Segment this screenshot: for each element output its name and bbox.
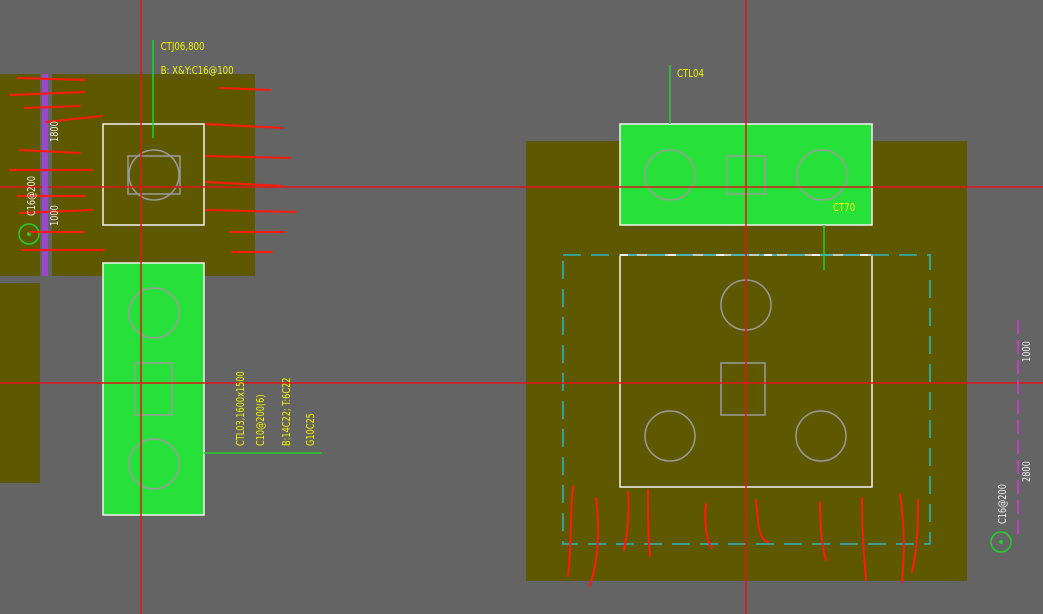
marker-circle-right <box>990 531 1012 553</box>
pile <box>128 438 180 490</box>
marker-circle-left <box>18 223 40 245</box>
column <box>720 362 766 416</box>
marker-circle-right-dot <box>999 540 1003 544</box>
dim-right-lower: 2800 <box>1021 461 1033 482</box>
pile <box>795 410 847 462</box>
label-ctl03-group3: B:14C22; T:6C22 <box>281 378 293 446</box>
dim-left-lower: 1000 <box>49 205 61 226</box>
dim-left-upper: 1800 <box>49 121 61 142</box>
pile <box>644 410 696 462</box>
pile <box>128 149 180 201</box>
marker-right-label: C16@200 <box>997 484 1009 524</box>
column <box>127 155 181 195</box>
dim-right-upper: 1000 <box>1021 341 1033 362</box>
label-ctl03-line2: C10@200(6) <box>255 394 267 446</box>
label-ctl04: CTL04 <box>677 68 704 80</box>
label-ctl03-group4: G10C25 <box>305 413 317 446</box>
beam-ctl03[interactable] <box>102 262 205 516</box>
pile <box>128 287 180 339</box>
label-ctl03-group2: C10@200(6) <box>255 394 267 446</box>
pile <box>644 149 696 201</box>
markup-left <box>9 77 297 253</box>
pile <box>796 149 848 201</box>
label-ctl03-line4: G10C25 <box>305 413 317 446</box>
label-ctj: CTJ06,800 <box>161 41 205 53</box>
column <box>134 362 173 416</box>
leaders <box>152 40 825 454</box>
marker-left-label: C16@200 <box>26 176 38 216</box>
label-ct70: CT70 <box>833 202 855 214</box>
label-ctl03-line3: B:14C22; T:6C22 <box>281 378 293 446</box>
label-ctl03-line1: CTL03,1600x1500 <box>235 371 247 446</box>
markup-right <box>567 485 919 587</box>
label-ctl03-group: CTL03,1600x1500 <box>235 371 247 446</box>
label-ctj-reinf: B: X&Y:C16@100 <box>161 65 234 77</box>
